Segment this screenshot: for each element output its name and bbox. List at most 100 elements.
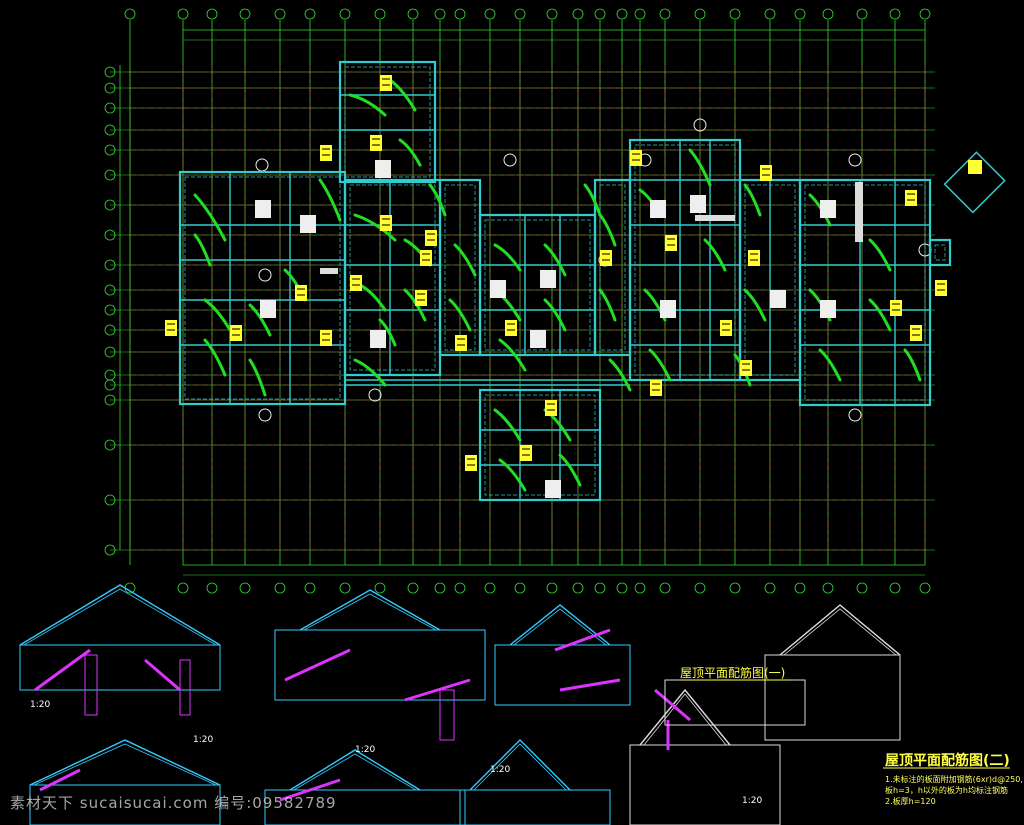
scale-label: 1:20 bbox=[30, 700, 51, 710]
rebar-label-block bbox=[910, 325, 922, 341]
axis-bubble bbox=[889, 8, 901, 20]
axis-bubble bbox=[514, 582, 526, 594]
axis-bubble bbox=[104, 124, 116, 136]
axis-bubble bbox=[616, 8, 628, 20]
axis-bubble bbox=[764, 8, 776, 20]
axis-bubble bbox=[546, 582, 558, 594]
axis-bubble bbox=[616, 582, 628, 594]
section-slab bbox=[559, 678, 621, 692]
axis-bubble bbox=[104, 324, 116, 336]
axis-bubble bbox=[794, 8, 806, 20]
rebar-label-text bbox=[907, 193, 915, 195]
axis-bubble bbox=[454, 8, 466, 20]
rebar-label-text bbox=[762, 168, 770, 170]
axis-bubbles bbox=[104, 8, 932, 594]
section-slab bbox=[144, 658, 181, 692]
rebar-label-text bbox=[652, 383, 660, 385]
rebar-label-text bbox=[507, 323, 515, 325]
rebar-label-block bbox=[720, 320, 732, 336]
section-roof-inner bbox=[303, 593, 437, 631]
rebar-label-text bbox=[742, 369, 750, 371]
rebar-label-text bbox=[232, 328, 240, 330]
section-marker bbox=[255, 158, 269, 172]
axis-bubble bbox=[104, 494, 116, 506]
axis-bubble bbox=[407, 8, 419, 20]
rebar-label-text bbox=[722, 329, 730, 331]
axis-bubble bbox=[104, 169, 116, 181]
rebar-label-block bbox=[320, 145, 332, 161]
axis-bubble bbox=[794, 582, 806, 594]
axis-bubble bbox=[274, 582, 286, 594]
section-roof bbox=[299, 589, 441, 631]
rebar-line bbox=[453, 243, 477, 277]
section-roof-inner bbox=[23, 588, 217, 646]
rebar-line bbox=[868, 238, 892, 272]
rebar-label-block bbox=[630, 150, 642, 166]
rebar-label-text bbox=[297, 288, 305, 290]
section-frame bbox=[19, 644, 221, 691]
section-frame bbox=[179, 659, 191, 716]
rebar-line bbox=[583, 183, 602, 217]
axis-bubble bbox=[659, 8, 671, 20]
axis-bubble bbox=[374, 8, 386, 20]
rebar-label-text bbox=[427, 239, 435, 241]
text-block bbox=[650, 200, 666, 218]
text-block bbox=[540, 270, 556, 288]
section-frame bbox=[494, 644, 631, 706]
rebar-label-text bbox=[937, 289, 945, 291]
rebar-label-text bbox=[322, 148, 330, 150]
rebar-label-text bbox=[457, 338, 465, 340]
rebar-label-block bbox=[380, 215, 392, 231]
rebar-label-block bbox=[545, 400, 557, 416]
axis-bubble bbox=[594, 582, 606, 594]
rebar-label-text bbox=[522, 448, 530, 450]
axis-bubble bbox=[239, 582, 251, 594]
rebar-label-text bbox=[602, 259, 610, 261]
section-frame bbox=[264, 789, 466, 825]
axis-bubble bbox=[104, 144, 116, 156]
scale-label: 1:20 bbox=[490, 765, 511, 775]
rebar-label-text bbox=[912, 334, 920, 336]
rebar-line bbox=[743, 288, 767, 322]
beam-inner-line bbox=[484, 219, 591, 351]
rebar-label-text bbox=[722, 323, 730, 325]
roof-plan-beams bbox=[178, 60, 1006, 502]
section-marker bbox=[503, 153, 517, 167]
section-roof bbox=[639, 688, 731, 746]
axis-bubble bbox=[104, 229, 116, 241]
section-roof bbox=[509, 604, 611, 646]
scale-label: 1:20 bbox=[193, 735, 214, 745]
axis-bubble bbox=[177, 582, 189, 594]
axis-bubble bbox=[822, 8, 834, 20]
section-slab bbox=[39, 768, 81, 792]
axis-bubble bbox=[856, 8, 868, 20]
rebar-label-text bbox=[467, 458, 475, 460]
rebar-line bbox=[353, 213, 397, 242]
beam-outline bbox=[338, 60, 437, 184]
rebar-line bbox=[498, 338, 527, 372]
scale-label: 1:20 bbox=[742, 796, 763, 806]
vertical-axis-lines bbox=[129, 20, 926, 576]
section-frame bbox=[84, 654, 98, 716]
section-roof-inner bbox=[643, 693, 727, 746]
rebar-label-block bbox=[505, 320, 517, 336]
rebar-label-block bbox=[295, 285, 307, 301]
rebar-label-text bbox=[667, 244, 675, 246]
axis-bubble bbox=[434, 8, 446, 20]
section-slab bbox=[34, 648, 91, 692]
rebar-label-text bbox=[372, 144, 380, 146]
rebar-line bbox=[493, 243, 522, 272]
axis-bubble bbox=[104, 66, 116, 78]
section-marker bbox=[368, 388, 382, 402]
rebar-label-text bbox=[427, 233, 435, 235]
rebar-label-block bbox=[905, 190, 917, 206]
axis-bubble bbox=[484, 8, 496, 20]
rebar-label-block bbox=[465, 455, 477, 471]
beam-inner-line bbox=[934, 244, 946, 261]
text-block bbox=[660, 300, 676, 318]
beam-inner-line bbox=[599, 184, 626, 351]
rebar-line bbox=[203, 298, 232, 332]
rebar-line bbox=[398, 138, 422, 167]
watermark: 素材天下 sucaisucai.com 编号:09582789 bbox=[10, 794, 337, 812]
